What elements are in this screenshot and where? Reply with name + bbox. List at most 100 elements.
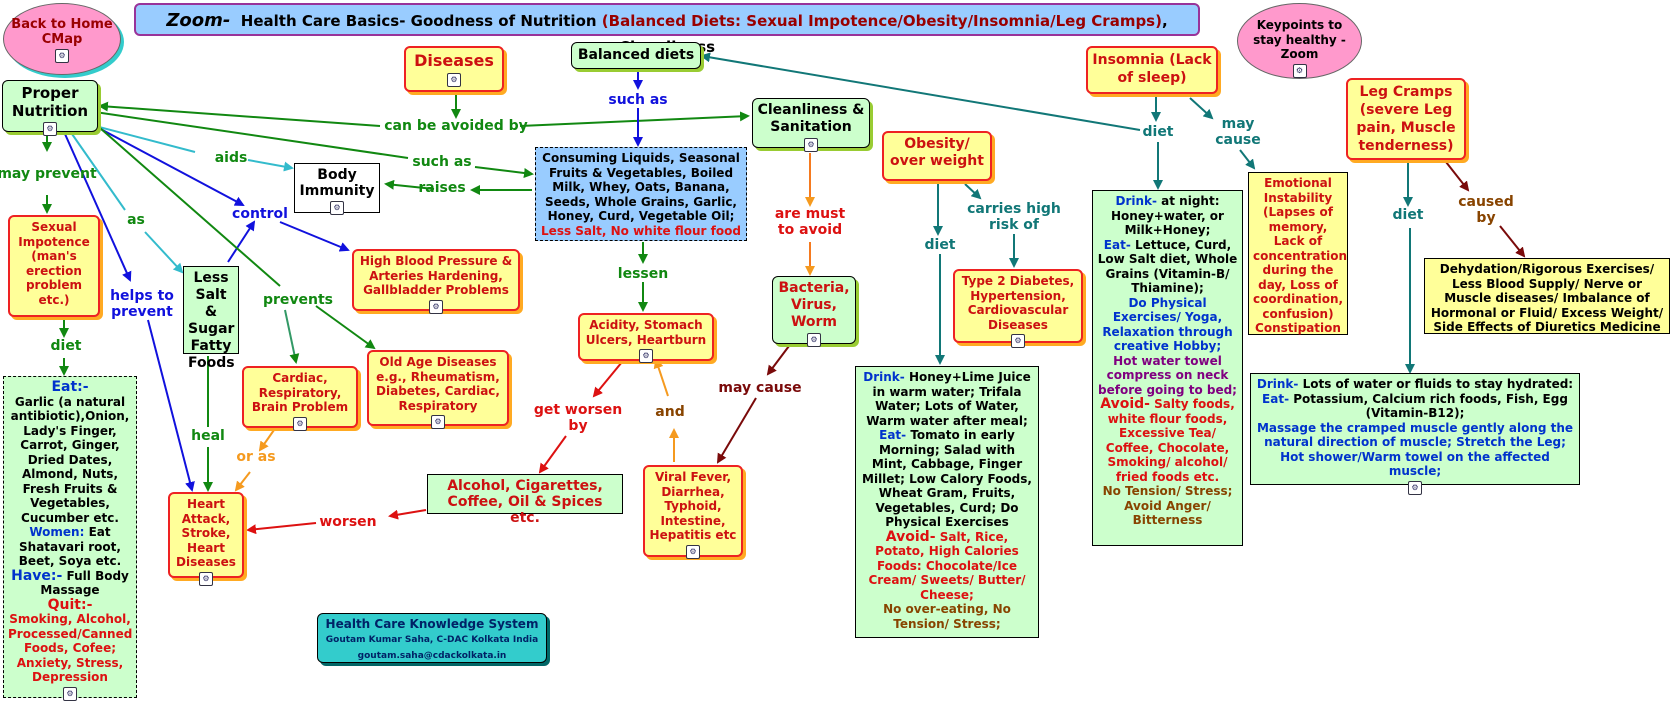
node-insomnia-label: Insomnia (Lack of sleep) (1092, 52, 1212, 86)
node-old-age[interactable]: Old Age Diseases e.g., Rheumatism, Diabe… (367, 350, 509, 429)
eat-text: Garlic (a natural antibiotic),Onion, Lad… (10, 394, 130, 525)
link-label-may-prevent: may prevent (0, 166, 97, 182)
cmap-icon[interactable]: ⚙ (199, 571, 213, 586)
node-emotional-instability[interactable]: Emotional Instability (Lapses of memory,… (1248, 172, 1348, 335)
node-proper-nutrition[interactable]: Proper Nutrition ⚙ (2, 80, 98, 136)
link-label-diet-impotence: diet (50, 338, 82, 354)
link-label-as: as (127, 212, 145, 228)
eat-label: Eat:- (51, 379, 89, 395)
node-cardiac-label: Cardiac, Respiratory, Brain Problem (251, 371, 349, 414)
node-sexual-impotence[interactable]: Sexual Impotence (man's erection problem… (8, 215, 100, 317)
drink-text: Honey+Lime Juice in warm water; Trifala … (866, 370, 1031, 428)
cmap-icon[interactable]: ⚙ (804, 138, 818, 152)
massage-text: Massage the cramped muscle gently along … (1256, 420, 1574, 479)
cmap-icon[interactable]: ⚙ (1292, 63, 1307, 78)
node-high-bp-label: High Blood Pressure & Arteries Hardening… (359, 254, 513, 297)
cmap-icon[interactable]: ⚙ (55, 49, 69, 63)
node-type2-diabetes[interactable]: Type 2 Diabetes, Hypertension, Cardiovas… (953, 269, 1083, 348)
quit-text: Smoking, Alcohol, Processed/Canned Foods… (8, 612, 133, 684)
node-old-age-label: Old Age Diseases e.g., Rheumatism, Diabe… (376, 355, 500, 413)
impotence-diet-box: Eat:- Garlic (a natural antibiotic),Onio… (3, 376, 137, 701)
link-label-get-worsen-by: get worsen by (533, 402, 623, 434)
node-body-immunity-label: Body Immunity (299, 167, 375, 199)
cmap-icon[interactable]: ⚙ (807, 333, 821, 347)
link-label-control: control (232, 206, 288, 222)
link-label-heal: heal (191, 428, 225, 444)
link-label-caused-by: caused by (1458, 194, 1514, 226)
node-dehydration-label: Dehydation/Rigorous Exercises/ Less Bloo… (1430, 262, 1664, 334)
node-heart-attack[interactable]: Heart Attack, Stroke, Heart Diseases ⚙ (168, 492, 244, 586)
cmap-icon[interactable]: ⚙ (429, 299, 443, 314)
node-sexual-impotence-label: Sexual Impotence (man's erection problem… (18, 220, 90, 307)
tension-text: No Tension/ Stress; Avoid Anger/ Bittern… (1102, 484, 1233, 527)
women-label: Women: (29, 525, 85, 539)
node-viral-fever-label: Viral Fever, Diarrhea, Typhoid, Intestin… (649, 470, 737, 542)
title-highlight: (Balanced Diets: Sexual Impotence/Obesit… (601, 12, 1162, 30)
node-bacteria[interactable]: Bacteria, Virus, Worm ⚙ (772, 276, 856, 347)
link-label-prevents: prevents (262, 292, 334, 308)
cmap-icon[interactable]: ⚙ (293, 416, 307, 431)
women-text: Eat Shatavari root, Beet, Soya etc. (18, 525, 122, 568)
node-obesity[interactable]: Obesity/ over weight (882, 131, 992, 181)
link-label-aids: aids (214, 150, 248, 166)
cmap-icon[interactable]: ⚙ (63, 686, 77, 701)
node-alcohol[interactable]: Alcohol, Cigarettes, Coffee, Oil & Spice… (427, 474, 623, 526)
page-title: Zoom- Health Care Basics- Goodness of Nu… (134, 3, 1200, 56)
node-less-salt[interactable]: Less Salt & Sugar Fatty Foods (183, 266, 239, 371)
cmap-icon[interactable]: ⚙ (1011, 334, 1025, 348)
node-acidity[interactable]: Acidity, Stomach Ulcers, Heartburn ⚙ (578, 313, 714, 363)
eat-label: Eat- (1103, 237, 1131, 252)
avoid-label: Avoid- (1100, 396, 1150, 412)
towel-text: Hot water towel compress on neck before … (1098, 353, 1237, 397)
node-high-bp[interactable]: High Blood Pressure & Arteries Hardening… (352, 249, 520, 314)
link-label-helps-to-prevent: helps to prevent (110, 288, 174, 320)
cmap-icon[interactable]: ⚙ (447, 73, 461, 87)
node-viral-fever[interactable]: Viral Fever, Diarrhea, Typhoid, Intestin… (643, 465, 743, 559)
node-cleanliness-label: Cleanliness & Sanitation (757, 102, 865, 135)
node-bacteria-label: Bacteria, Virus, Worm (778, 280, 850, 330)
cmap-icon[interactable]: ⚙ (330, 201, 344, 215)
insomnia-diet-box: Drink- at night: Honey+water, or Milk+Ho… (1092, 190, 1243, 546)
consuming-foods-text: Consuming Liquids, Seasonal Fruits & Veg… (542, 151, 740, 223)
node-type2-diabetes-label: Type 2 Diabetes, Hypertension, Cardiovas… (961, 274, 1075, 332)
footer-email[interactable]: goutam.saha@cdackolkata.in (357, 651, 507, 661)
footer-system: Health Care Knowledge System (325, 617, 539, 631)
node-consuming-liquids[interactable]: Consuming Liquids, Seasonal Fruits & Veg… (535, 147, 747, 241)
link-label-carries-high-risk-of: carries high risk of (967, 201, 1061, 233)
drink-label: Drink- (1256, 377, 1299, 391)
node-balanced-diets-label: Balanced diets (577, 47, 695, 63)
link-label-diet-obesity: diet (924, 237, 956, 253)
obesity-diet-box: Drink- Honey+Lime Juice in warm water; T… (855, 366, 1039, 638)
node-insomnia[interactable]: Insomnia (Lack of sleep) (1086, 46, 1218, 94)
cmap-icon[interactable]: ⚙ (431, 415, 445, 429)
node-dehydration[interactable]: Dehydation/Rigorous Exercises/ Less Bloo… (1424, 258, 1670, 334)
footer-credit: Health Care Knowledge System Goutam Kuma… (317, 613, 547, 663)
leg-diet-box: Drink- Lots of water or fluids to stay h… (1250, 373, 1580, 495)
node-body-immunity[interactable]: Body Immunity ⚙ (294, 163, 380, 215)
back-home-link[interactable]: Back to Home CMap ⚙ (3, 3, 121, 75)
link-label-lessen: lessen (617, 266, 669, 282)
node-diseases-label: Diseases (414, 51, 494, 70)
node-leg-cramps[interactable]: Leg Cramps (severe Leg pain, Muscle tend… (1346, 78, 1466, 160)
cmap-icon[interactable]: ⚙ (639, 349, 653, 363)
keypoints-link[interactable]: Keypoints to stay healthy -Zoom ⚙ (1237, 3, 1362, 79)
node-acidity-label: Acidity, Stomach Ulcers, Heartburn (585, 318, 707, 347)
have-text: Full Body Massage (40, 568, 129, 598)
link-label-or-as: or as (236, 449, 276, 465)
node-proper-nutrition-label: Proper Nutrition (11, 84, 89, 120)
link-label-may-cause-bacteria: may cause (718, 380, 802, 396)
cmap-icon[interactable]: ⚙ (43, 122, 57, 136)
node-cardiac[interactable]: Cardiac, Respiratory, Brain Problem ⚙ (242, 366, 358, 431)
cmap-icon[interactable]: ⚙ (1408, 480, 1422, 495)
eat-label: Eat- (879, 428, 907, 442)
keypoints-label: Keypoints to stay healthy -Zoom (1253, 18, 1346, 61)
node-cleanliness[interactable]: Cleanliness & Sanitation ⚙ (752, 98, 870, 152)
node-heart-attack-label: Heart Attack, Stroke, Heart Diseases (176, 497, 236, 569)
quit-label: Quit:- (47, 596, 93, 613)
node-diseases[interactable]: Diseases ⚙ (404, 46, 504, 92)
drink-label: Drink- (1115, 194, 1157, 208)
link-label-such-as-top: such as (608, 92, 668, 108)
node-balanced-diets[interactable]: Balanced diets (571, 42, 701, 69)
cmap-icon[interactable]: ⚙ (686, 544, 700, 559)
